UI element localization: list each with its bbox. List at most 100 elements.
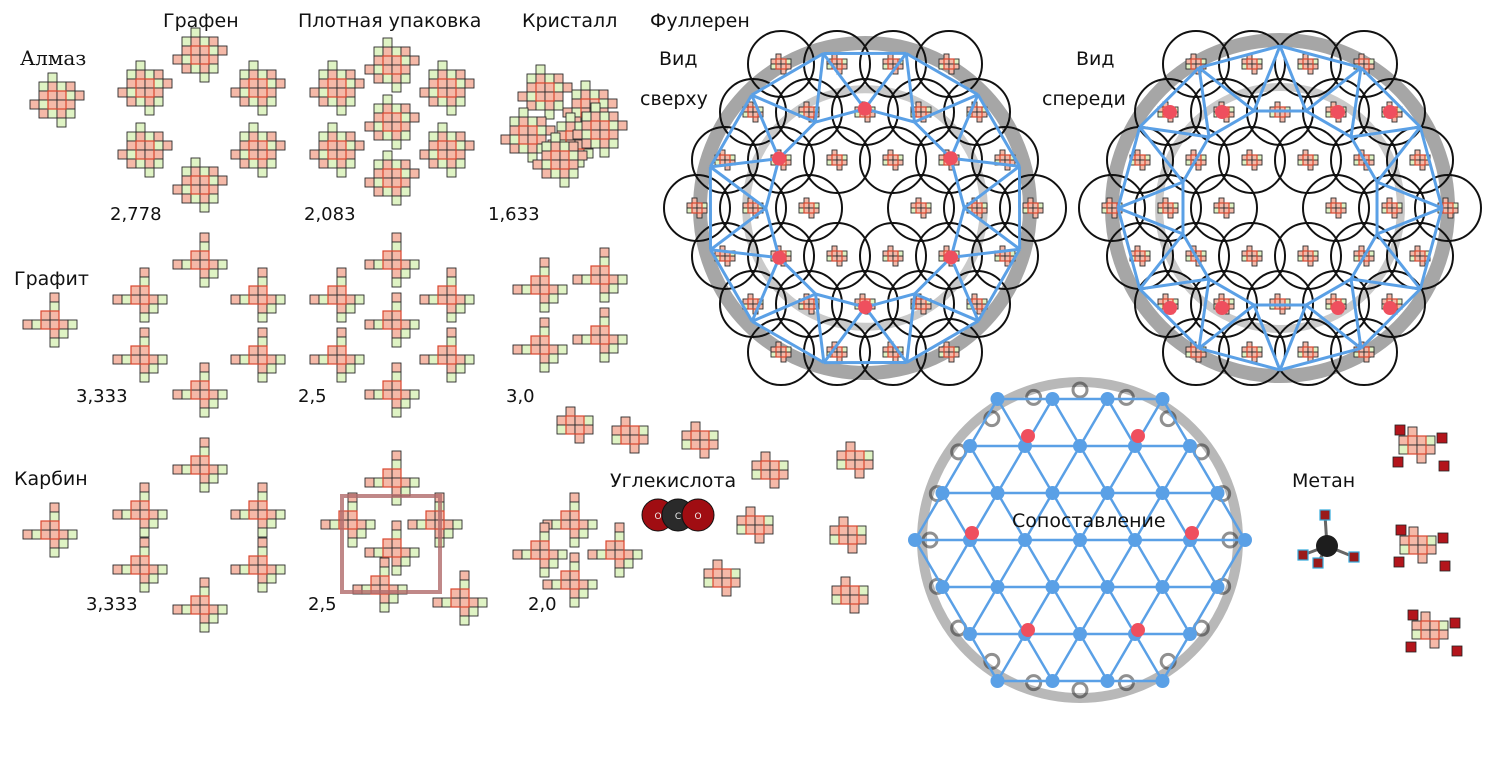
cell-cluster [365, 38, 419, 92]
cell [615, 541, 624, 550]
cell [725, 261, 730, 266]
cell [848, 544, 857, 553]
cell [57, 82, 66, 91]
cell [827, 251, 832, 256]
cell [1000, 150, 1005, 155]
comparison-edge [1163, 587, 1191, 634]
cell-cluster [173, 28, 227, 82]
cell [540, 276, 549, 285]
cell [591, 266, 600, 275]
cell [540, 363, 549, 372]
cell [609, 121, 618, 130]
cell [136, 141, 145, 150]
cell [600, 248, 609, 257]
cell [600, 139, 609, 148]
cell [401, 399, 410, 408]
cell-cluster [231, 61, 285, 115]
methane-red-cell [1438, 533, 1448, 543]
cell [621, 417, 630, 426]
cell [1252, 59, 1257, 64]
cell [447, 132, 456, 141]
cell [1415, 251, 1420, 256]
cell [410, 320, 419, 329]
cell-cluster [231, 538, 285, 592]
cell [39, 100, 48, 109]
cell [746, 516, 755, 525]
cell [337, 346, 346, 355]
cell [859, 595, 868, 604]
cell [456, 132, 465, 141]
cell [267, 519, 276, 528]
cell [1354, 155, 1359, 160]
cell-cluster [752, 452, 788, 488]
cell [764, 516, 773, 525]
cell [522, 550, 531, 559]
cell [1354, 352, 1359, 357]
cell [456, 159, 465, 168]
cell [888, 59, 893, 64]
cell [1448, 208, 1453, 213]
comparison-node-red [1185, 526, 1199, 540]
cell [531, 550, 540, 559]
cell [972, 294, 977, 299]
cell [848, 526, 857, 535]
value-kristall: 1,633 [488, 204, 540, 225]
cell [267, 565, 276, 574]
cell [66, 82, 75, 91]
cell [438, 70, 447, 79]
cell [609, 284, 618, 293]
cell [837, 256, 842, 261]
cell [267, 304, 276, 313]
cell [200, 260, 209, 269]
cell [570, 520, 579, 529]
cell [570, 493, 579, 502]
label-sverhu: сверху [640, 88, 708, 110]
cell [1201, 352, 1206, 357]
cell [700, 449, 709, 458]
cell [1298, 160, 1303, 165]
cell [630, 444, 639, 453]
cell [392, 530, 401, 539]
cell [1252, 256, 1257, 261]
cell [1135, 246, 1140, 251]
cell-cluster [113, 328, 167, 382]
cell [921, 304, 926, 309]
cell [883, 256, 888, 261]
cell [401, 557, 410, 566]
cell [1257, 256, 1262, 261]
cell [240, 79, 249, 88]
cell [1229, 304, 1234, 309]
cell [1028, 203, 1033, 208]
cell [249, 565, 258, 574]
cell [173, 465, 182, 474]
cell [154, 141, 163, 150]
cell [1409, 536, 1418, 545]
cell [249, 97, 258, 106]
cell [140, 355, 149, 364]
cell [926, 107, 931, 112]
cell [944, 342, 949, 347]
cell [131, 286, 140, 295]
cell [374, 47, 383, 56]
cell [781, 59, 786, 64]
cell [540, 568, 549, 577]
cell [231, 295, 240, 304]
cell [624, 550, 633, 559]
cell [191, 596, 200, 605]
cell [1186, 352, 1191, 357]
cell [209, 37, 218, 46]
cell [1443, 203, 1448, 208]
cell [408, 520, 417, 529]
cell [560, 160, 569, 169]
co2-atom-label: C [675, 512, 681, 522]
cell [127, 159, 136, 168]
cell [127, 141, 136, 150]
cell [731, 569, 740, 578]
cell [949, 347, 954, 352]
cell [346, 159, 355, 168]
cell [748, 203, 753, 208]
comparison-edge [1080, 399, 1108, 446]
cell [1135, 251, 1140, 256]
cell [1421, 612, 1430, 621]
cell [346, 355, 355, 364]
